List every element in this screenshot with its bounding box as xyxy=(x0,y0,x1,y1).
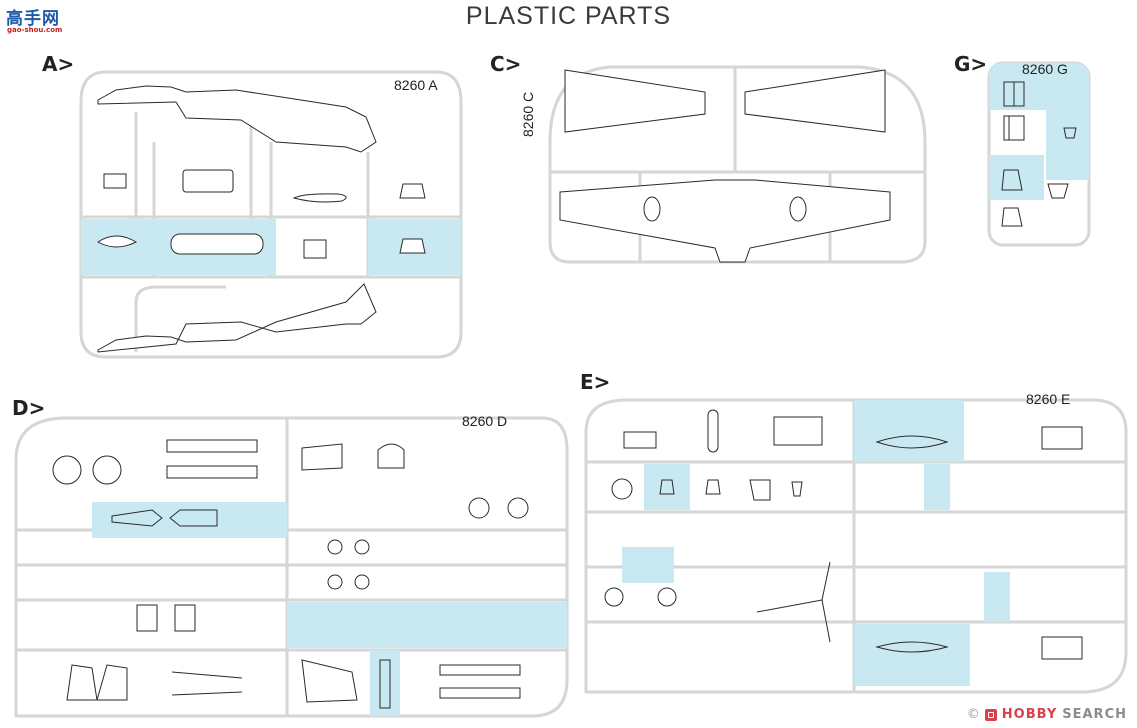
sprue-c-code: 8260 C xyxy=(520,88,536,140)
sprue-d-highlight-mid xyxy=(287,602,567,648)
copyright-mark: © xyxy=(966,707,980,722)
part-a-cover xyxy=(292,193,347,203)
sprue-e-frame xyxy=(584,398,1128,694)
wing-upper-right xyxy=(744,69,886,133)
sprue-g-label: G> xyxy=(954,52,988,76)
sprue-c-label: C> xyxy=(490,52,522,76)
sprue-d-highlight-top xyxy=(92,502,287,538)
sprue-g-code: 8260 G xyxy=(1022,61,1068,77)
part-a-gun-tray xyxy=(170,233,264,255)
sprue-g-highlight-mid xyxy=(989,155,1044,200)
page-title: PLASTIC PARTS xyxy=(465,2,672,30)
watermark-site-url: gao-shou.com xyxy=(7,26,63,34)
part-a-box xyxy=(303,239,327,259)
sprue-d-code: 8260 D xyxy=(462,413,507,429)
watermark-logo: 高手网 gao-shou.com xyxy=(4,4,72,36)
sprue-a-frame xyxy=(79,70,463,359)
sprue-a-label: A> xyxy=(42,52,75,76)
sprue-d-frame xyxy=(14,416,569,718)
part-a-panel xyxy=(182,169,234,193)
sprue-e-code: 8260 E xyxy=(1026,391,1070,407)
sprue-d: 8260 D xyxy=(14,413,569,718)
sprue-e-label: E> xyxy=(580,370,611,394)
sprue-a-code: 8260 A xyxy=(394,77,438,93)
part-a-clip-bottom xyxy=(399,238,426,254)
brand-primary: HOBBY xyxy=(1001,707,1058,722)
fuselage-half-right xyxy=(97,283,377,353)
sprue-e: 8260 E xyxy=(584,391,1128,694)
part-a-clip-top xyxy=(399,183,426,199)
sprue-c xyxy=(548,65,927,264)
footer-brand: © HOBBY SEARCH xyxy=(967,707,1127,722)
wing-lower xyxy=(559,179,891,263)
sprue-a: 8260 A xyxy=(79,70,463,359)
sprue-e-highlight-bottom xyxy=(854,624,970,686)
part-a-canopy xyxy=(97,235,138,248)
sprue-e-highlight-top xyxy=(854,400,964,462)
sprue-g: 8260 G xyxy=(987,61,1091,247)
fuselage-half-left xyxy=(97,85,377,153)
brand-secondary: SEARCH xyxy=(1062,707,1127,722)
wing-upper-left xyxy=(564,69,706,133)
part-a-small xyxy=(103,173,127,189)
hobby-search-logo-icon xyxy=(984,708,997,721)
watermark-site-name: 高手网 xyxy=(6,9,60,29)
sprue-d-label: D> xyxy=(12,396,46,420)
sprue-d-highlight-bottom xyxy=(370,650,400,716)
